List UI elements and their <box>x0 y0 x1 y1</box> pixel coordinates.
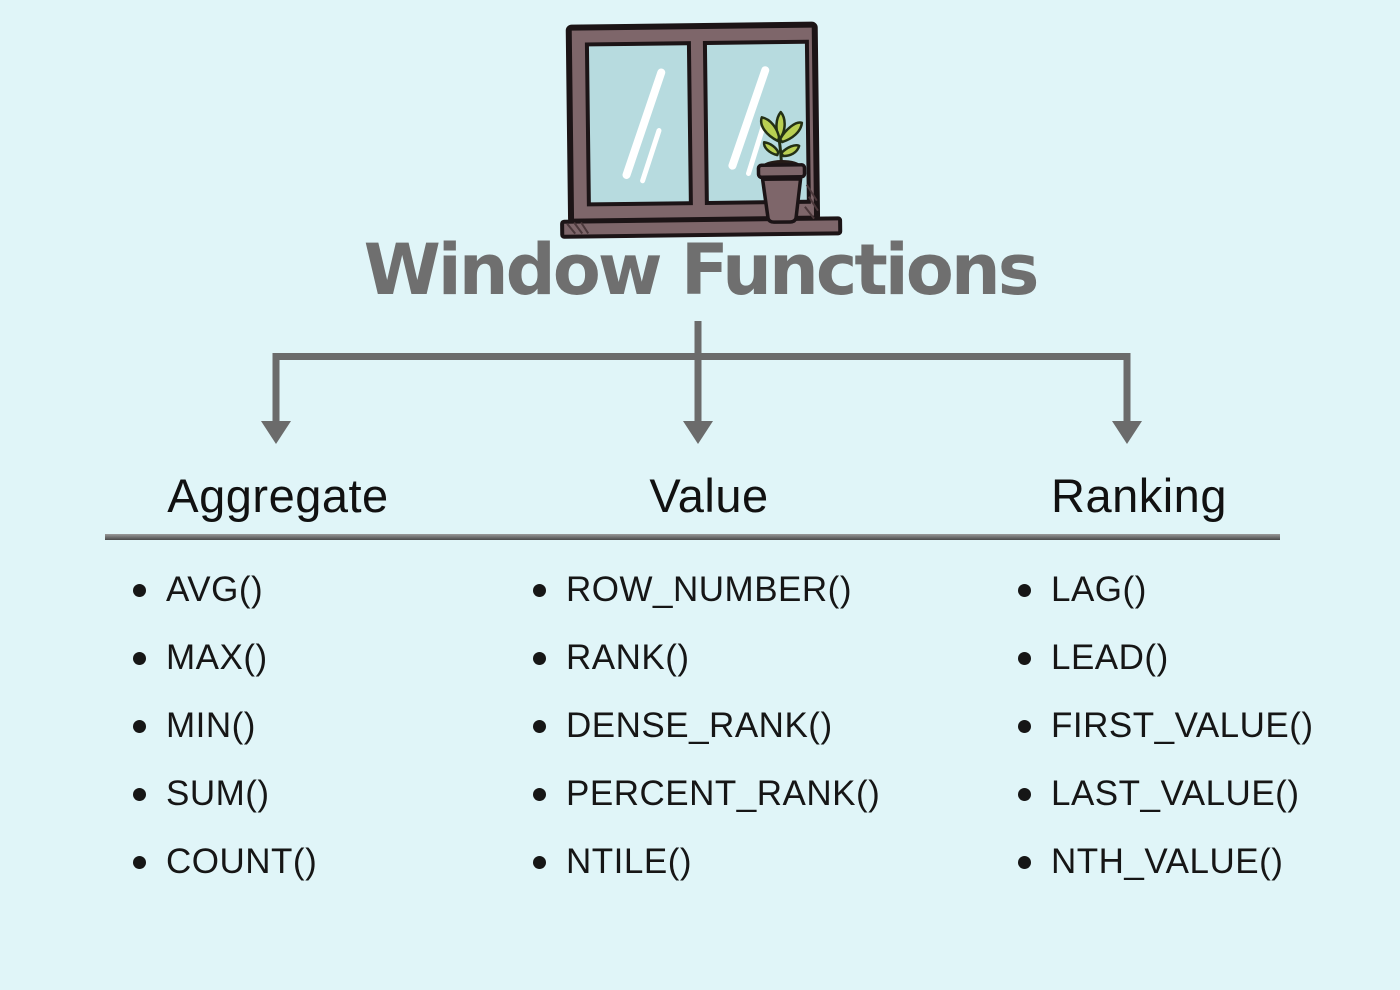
list-item: DENSE_RANK() <box>533 692 880 760</box>
arrow-down-icon <box>1112 421 1142 444</box>
value-function-list: ROW_NUMBER() RANK() DENSE_RANK() PERCENT… <box>533 556 880 896</box>
function-label: COUNT() <box>166 842 318 881</box>
function-label: AVG() <box>166 570 264 609</box>
function-label: RANK() <box>566 638 690 677</box>
list-item: PERCENT_RANK() <box>533 760 880 828</box>
function-label: MIN() <box>166 706 256 745</box>
list-item: ROW_NUMBER() <box>533 556 880 624</box>
bullet-icon <box>133 787 146 801</box>
bullet-icon <box>133 651 146 665</box>
bullet-icon <box>133 719 146 733</box>
column-header-ranking: Ranking <box>1051 469 1227 522</box>
bullet-icon <box>533 719 546 733</box>
arrow-down-icon <box>261 421 291 444</box>
function-label: DENSE_RANK() <box>566 706 833 745</box>
list-item: MIN() <box>133 692 317 760</box>
function-label: MAX() <box>166 638 268 677</box>
bullet-icon <box>1018 651 1031 665</box>
list-item: NTILE() <box>533 828 880 896</box>
function-label: LAST_VALUE() <box>1051 774 1300 813</box>
list-item: LAG() <box>1018 556 1314 624</box>
list-item: LAST_VALUE() <box>1018 760 1314 828</box>
function-label: NTILE() <box>566 842 692 881</box>
page-title: Window Functions <box>363 229 1040 311</box>
bullet-icon <box>1018 583 1031 597</box>
list-item: NTH_VALUE() <box>1018 828 1314 896</box>
list-item: FIRST_VALUE() <box>1018 692 1314 760</box>
column-header-aggregate: Aggregate <box>167 469 389 522</box>
function-label: ROW_NUMBER() <box>566 570 852 609</box>
window-illustration <box>560 21 843 239</box>
function-label: FIRST_VALUE() <box>1051 706 1314 745</box>
function-label: PERCENT_RANK() <box>566 774 881 813</box>
function-label: NTH_VALUE() <box>1051 842 1284 881</box>
bullet-icon <box>533 583 546 597</box>
arrow-down-icon <box>683 421 713 444</box>
function-label: LEAD() <box>1051 638 1169 677</box>
function-label: SUM() <box>166 774 270 813</box>
column-header-value: Value <box>649 469 769 522</box>
aggregate-function-list: AVG() MAX() MIN() SUM() COUNT() <box>133 556 317 896</box>
bullet-icon <box>1018 855 1031 869</box>
bullet-icon <box>533 855 546 869</box>
function-label: LAG() <box>1051 570 1147 609</box>
list-item: LEAD() <box>1018 624 1314 692</box>
bullet-icon <box>1018 719 1031 733</box>
header-underline <box>105 534 1280 540</box>
bullet-icon <box>133 855 146 869</box>
bullet-icon <box>1018 787 1031 801</box>
list-item: SUM() <box>133 760 317 828</box>
bullet-icon <box>133 583 146 597</box>
list-item: COUNT() <box>133 828 317 896</box>
bullet-icon <box>533 651 546 665</box>
list-item: RANK() <box>533 624 880 692</box>
list-item: AVG() <box>133 556 317 624</box>
ranking-function-list: LAG() LEAD() FIRST_VALUE() LAST_VALUE() … <box>1018 556 1314 896</box>
bullet-icon <box>533 787 546 801</box>
list-item: MAX() <box>133 624 317 692</box>
